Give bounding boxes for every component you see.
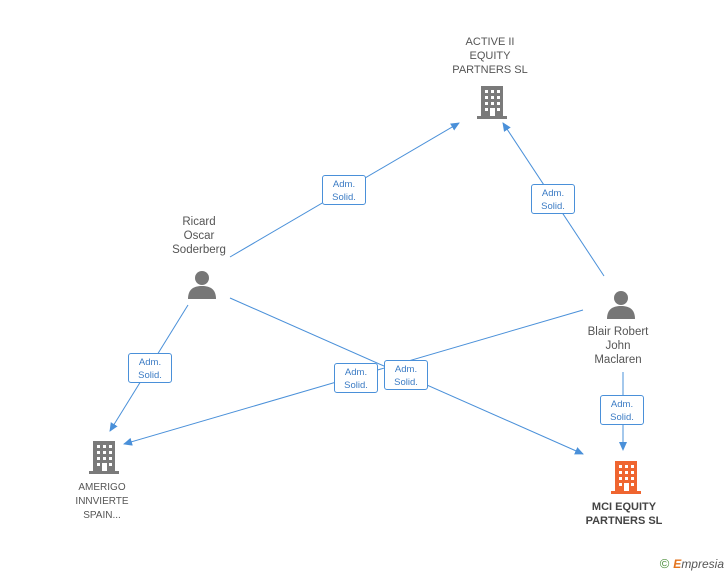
focus-company-building-icon[interactable] <box>611 461 641 494</box>
node-label-amerigo[interactable]: AMERIGO INNVIERTE SPAIN... <box>75 482 129 521</box>
brand-footer: © Empresia <box>660 556 724 571</box>
node-label-blair[interactable]: Blair Robert John Maclaren <box>587 326 649 366</box>
node-label-active-ii[interactable]: ACTIVE II EQUITY PARTNERS SL <box>452 36 528 76</box>
edge-badge-ricard-active[interactable]: Adm. Solid. <box>322 175 366 205</box>
company-building-icon[interactable] <box>89 441 119 474</box>
brand-logo[interactable]: Empresia <box>673 556 724 571</box>
node-label-mci-equity[interactable]: MCI EQUITY PARTNERS SL <box>585 501 663 527</box>
edge-badge-ricard-mci[interactable]: Adm. Solid. <box>384 360 428 390</box>
person-icon[interactable] <box>607 291 635 319</box>
edge-badge-blair-mci[interactable]: Adm. Solid. <box>600 395 644 425</box>
node-label-ricard[interactable]: Ricard Oscar Soderberg <box>172 216 226 256</box>
edges <box>109 122 627 455</box>
copyright-icon: © <box>659 556 670 571</box>
edge-badge-ricard-amerigo[interactable]: Adm. Solid. <box>128 353 172 383</box>
person-icon[interactable] <box>188 271 216 299</box>
edge-badge-blair-amerigo[interactable]: Adm. Solid. <box>334 363 378 393</box>
company-building-icon[interactable] <box>477 86 507 119</box>
edge-badge-blair-active[interactable]: Adm. Solid. <box>531 184 575 214</box>
